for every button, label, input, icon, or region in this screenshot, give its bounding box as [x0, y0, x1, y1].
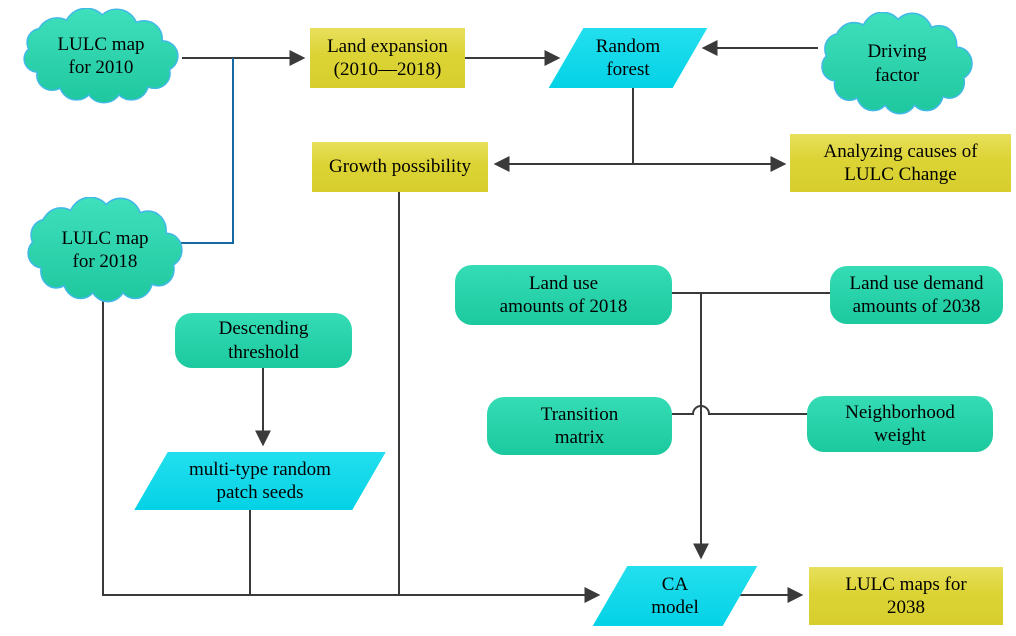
node-label: multi-type random patch seeds [189, 458, 331, 504]
node-descending-threshold: Descending threshold [175, 313, 352, 368]
label-line: Descending [218, 318, 309, 340]
node-multi-type-patch-seeds: multi-type random patch seeds [134, 452, 386, 510]
node-label: LULC map for 2018 [61, 227, 148, 273]
node-driving-factor: Driving factor [816, 12, 978, 115]
label-line: factor [874, 64, 920, 86]
label-line: LULC map [57, 33, 145, 55]
label-line: Land expansion [327, 35, 448, 57]
label-line: Analyzing causes of [823, 140, 978, 162]
node-neighborhood-weight: Neighborhood weight [807, 396, 993, 452]
label-line: threshold [228, 341, 299, 363]
node-transition-matrix: Transition matrix [487, 397, 672, 455]
label-line: amounts of 2038 [852, 296, 981, 317]
label-line: Land use demand [849, 272, 984, 294]
label-line: Neighborhood [845, 401, 955, 423]
node-lulc-map-2010: LULC map for 2010 [18, 8, 184, 104]
label-line: patch seeds [216, 482, 304, 503]
label-line: 2038 [887, 597, 925, 618]
label-line: CA [661, 573, 689, 595]
node-label: Driving factor [867, 40, 926, 86]
node-label: LULC maps for 2038 [845, 573, 966, 619]
node-analyzing-causes: Analyzing causes of LULC Change [790, 134, 1011, 192]
edge-lulc2018-join-blue [175, 58, 234, 244]
node-label: Neighborhood weight [845, 401, 955, 447]
node-lulc-map-2018: LULC map for 2018 [22, 197, 188, 303]
label-line: Growth possibility [329, 156, 471, 178]
node-label: Land use demand amounts of 2038 [849, 272, 983, 318]
label-line: for 2010 [68, 57, 134, 78]
node-label: Random forest [596, 35, 660, 81]
label-line: LULC Change [844, 164, 957, 185]
node-label: Descending threshold [219, 317, 309, 363]
node-label: CA model [651, 573, 699, 619]
node-growth-possibility: Growth possibility [312, 142, 488, 192]
node-ca-model: CA model [592, 566, 758, 626]
label-line: for 2018 [72, 251, 138, 272]
label-line: multi-type random [189, 458, 331, 480]
node-label: Land use amounts of 2018 [500, 272, 628, 318]
node-label: LULC map for 2010 [57, 33, 144, 79]
label-line: (2010—2018) [333, 59, 442, 80]
node-land-use-amounts-2018: Land use amounts of 2018 [455, 265, 672, 325]
node-label: Land expansion (2010—2018) [327, 35, 448, 81]
node-random-forest: Random forest [548, 28, 708, 88]
label-line: Random [595, 35, 661, 57]
label-line: Driving [867, 41, 927, 63]
node-land-use-demand-2038: Land use demand amounts of 2038 [830, 266, 1003, 324]
node-land-expansion: Land expansion (2010—2018) [310, 28, 465, 88]
node-label: Analyzing causes of LULC Change [823, 140, 977, 186]
node-label: Growth possibility [329, 155, 471, 178]
label-line: matrix [554, 427, 605, 448]
label-line: Land use [528, 272, 599, 294]
label-line: LULC map [61, 227, 149, 249]
label-line: LULC maps for [845, 573, 967, 595]
edge-transition-to-neighborhood-hop [672, 405, 807, 415]
label-line: weight [874, 425, 926, 446]
node-label: Transition matrix [541, 403, 618, 449]
label-line: amounts of 2018 [499, 296, 628, 317]
label-line: model [651, 597, 699, 618]
label-line: forest [606, 59, 650, 80]
node-lulc-maps-2038: LULC maps for 2038 [809, 567, 1003, 625]
label-line: Transition [540, 403, 619, 425]
